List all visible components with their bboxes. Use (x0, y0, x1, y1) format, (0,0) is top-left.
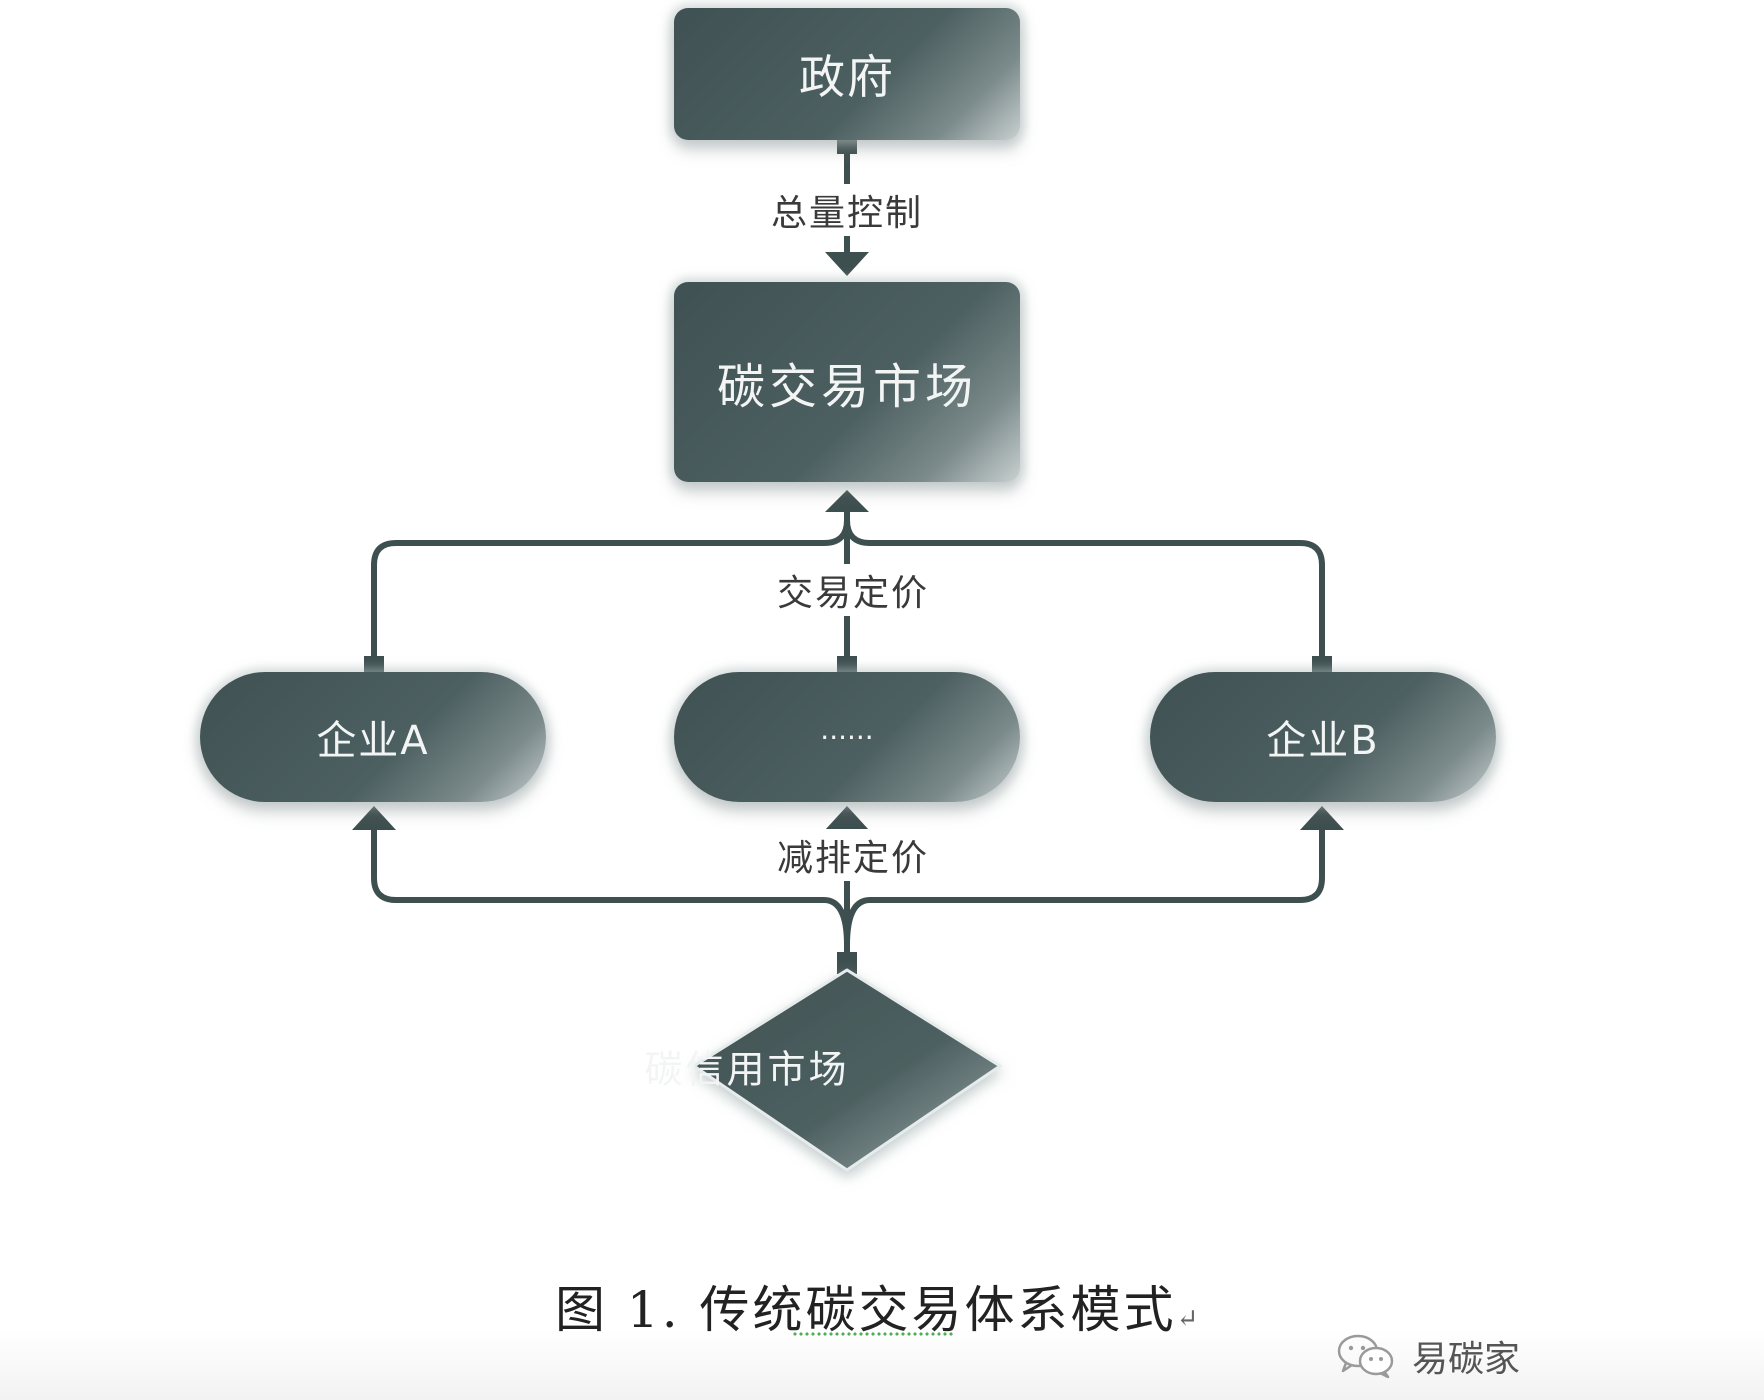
carbon-credit-market-node (692, 968, 1002, 1172)
enterprise-ellipsis-node: ······ (674, 672, 1020, 802)
enterprise-ellipsis-label: ······ (820, 720, 874, 754)
connector-credit-to-enterprise-b (844, 825, 1325, 948)
edge-label-total-control: 总量控制 (766, 184, 928, 236)
government-label: 政府 (799, 50, 895, 104)
enterprise-a-label: 企业A (316, 718, 430, 764)
enterprise-b-label: 企业B (1266, 718, 1380, 764)
arrowhead-down-market (825, 252, 869, 276)
connector-anchor-enterprise-b (1312, 656, 1332, 676)
connector-anchor-enterprise-a (364, 656, 384, 676)
carbon-trading-market-node: 碳交易市场 (674, 282, 1020, 482)
arrowhead-up-ellipsis (825, 806, 869, 830)
wechat-icon (1337, 1334, 1394, 1379)
enterprise-b-node: 企业B (1150, 672, 1496, 802)
arrowhead-up-enterprise-a (352, 806, 396, 830)
connector-credit-to-enterprise-a (371, 825, 850, 948)
carbon-credit-market-label: 碳信用市场 (644, 1047, 850, 1092)
figure-caption-text: 图 1. 传统碳交易体系模式 (555, 1281, 1177, 1339)
figure-caption: 图 1. 传统碳交易体系模式↵ (555, 1270, 1201, 1342)
watermark: 易碳家 (1336, 1330, 1520, 1382)
edge-label-trading-pricing: 交易定价 (772, 564, 934, 616)
watermark-text: 易碳家 (1412, 1339, 1521, 1380)
arrowhead-up-market (825, 490, 869, 512)
carbon-trading-market-label: 碳交易市场 (716, 359, 977, 415)
edge-label-reduction-pricing: 减排定价 (772, 829, 934, 881)
enterprise-a-node: 企业A (200, 672, 546, 802)
arrowhead-up-enterprise-b (1300, 806, 1344, 830)
government-node: 政府 (674, 8, 1020, 140)
spellcheck-underline (792, 1332, 954, 1337)
connector-anchor-ellipsis (837, 656, 857, 676)
paragraph-return-mark: ↵ (1176, 1304, 1202, 1334)
connector-anchor-credit-market (837, 952, 857, 974)
